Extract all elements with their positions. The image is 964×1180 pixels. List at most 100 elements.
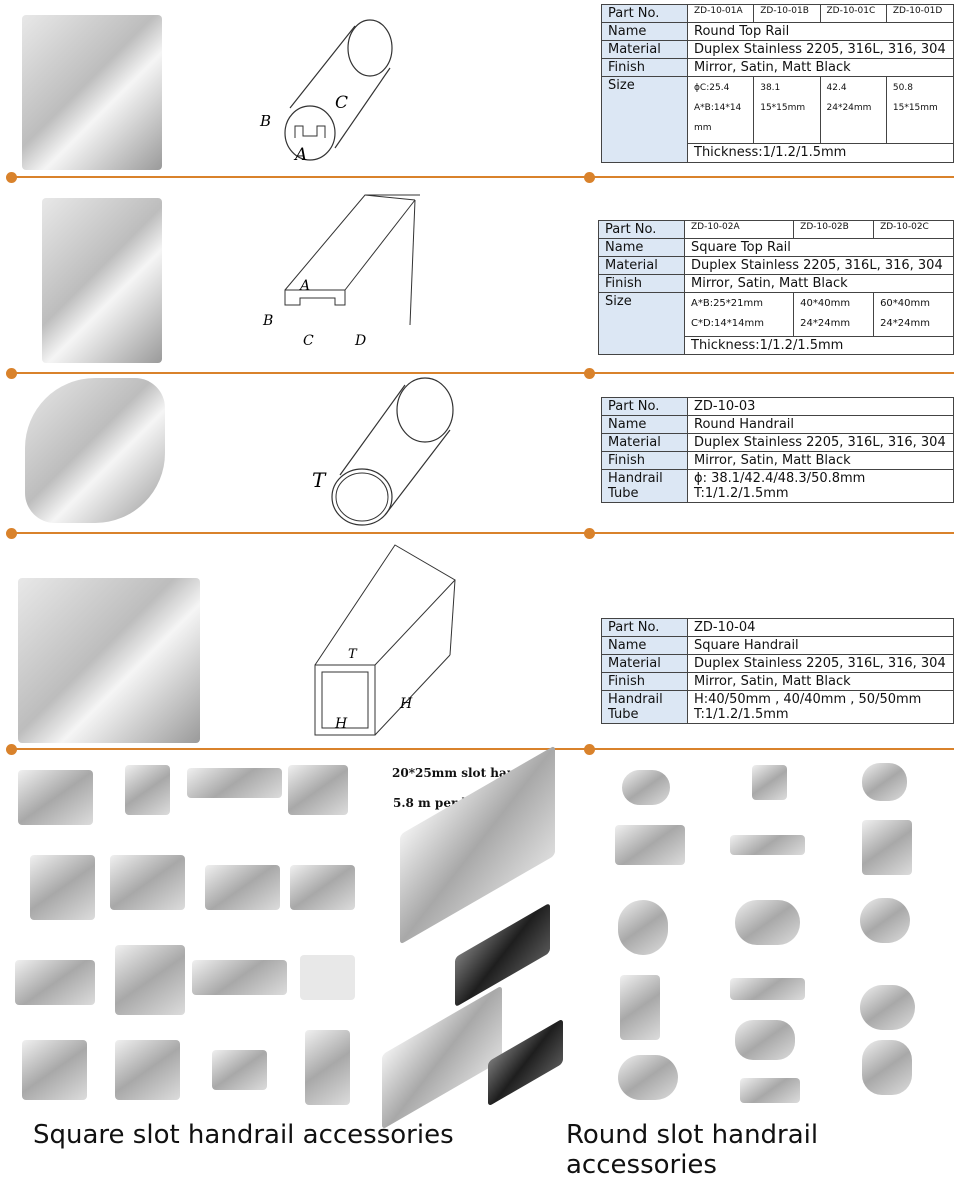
round-top-rail-drawing: B C A xyxy=(259,19,393,165)
finish-label: Finish xyxy=(601,451,688,470)
material-label: Material xyxy=(598,256,685,275)
drawing-label: C xyxy=(335,93,348,113)
swivel-support-image xyxy=(305,1030,350,1105)
part-number: ZD-10-02A xyxy=(683,220,795,239)
drawing-label: H xyxy=(399,696,413,712)
size-label: Size xyxy=(598,292,685,355)
drawing-label: B xyxy=(262,313,273,329)
finish-value: Mirror, Satin, Matt Black xyxy=(687,451,954,470)
round-accessories-title: Round slot handrail accessories xyxy=(566,1120,819,1180)
round-flange-image xyxy=(860,985,915,1030)
end-cap-image xyxy=(125,765,170,815)
square-handrail-drawing: T H H xyxy=(314,544,456,736)
divider-dot xyxy=(584,528,595,539)
product-name: Round Top Rail xyxy=(687,22,954,41)
bracket-image xyxy=(290,865,355,910)
section-divider xyxy=(10,176,954,178)
material-value: Duplex Stainless 2205, 316L, 316, 304 xyxy=(687,433,954,452)
divider-dot xyxy=(6,744,17,755)
right-angle-elbow-image xyxy=(115,1040,180,1100)
part-number: ZD-10-04 xyxy=(687,618,954,637)
round-corner-connector-image xyxy=(615,825,685,865)
round-coupler-image xyxy=(862,763,907,801)
name-label: Name xyxy=(601,415,688,434)
finish-label: Finish xyxy=(598,274,685,293)
part-number: ZD-10-02B xyxy=(793,220,875,239)
round-tee-joint-image xyxy=(862,1040,912,1095)
name-label: Name xyxy=(601,636,688,655)
finish-value: Mirror, Satin, Matt Black xyxy=(687,58,954,77)
round-wall-bracket-image xyxy=(730,835,805,855)
round-base-flange-image xyxy=(618,1055,678,1100)
round-connector-image xyxy=(622,770,670,805)
drawing-label: H xyxy=(334,716,348,732)
divider-dot xyxy=(584,744,595,755)
material-value: Duplex Stainless 2205, 316L, 316, 304 xyxy=(684,256,954,275)
size-label: Size xyxy=(601,76,688,163)
angle-connector-image xyxy=(205,865,280,910)
square-top-rail-photo xyxy=(42,198,162,363)
round-slot-profile-image xyxy=(382,985,502,1130)
square-coupler-image xyxy=(22,1040,87,1100)
dome-end-cap-image xyxy=(860,898,910,943)
part-no-label: Part No. xyxy=(601,4,688,23)
square-top-rail-drawing: A B C D xyxy=(262,194,420,349)
section-divider xyxy=(10,532,954,534)
product-name: Square Handrail xyxy=(687,636,954,655)
drawing-label: B xyxy=(259,112,271,130)
round-handrail-photo xyxy=(25,378,165,523)
material-label: Material xyxy=(601,654,688,673)
product-name: Round Handrail xyxy=(687,415,954,434)
material-value: Duplex Stainless 2205, 316L, 316, 304 xyxy=(687,40,954,59)
drawing-label: A xyxy=(293,145,307,165)
round-angle-joint-image xyxy=(620,975,660,1040)
divider-dot xyxy=(6,368,17,379)
rubber-gasket-image xyxy=(455,902,550,1008)
round-elbow-image xyxy=(862,820,912,875)
square-accessories-title: Square slot handrail accessories xyxy=(33,1120,454,1150)
flat-end-cap-image xyxy=(212,1050,267,1090)
finish-value: Mirror, Satin, Matt Black xyxy=(684,274,954,293)
corner-connector-image xyxy=(18,770,93,825)
round-flat-joint-image xyxy=(730,978,805,1000)
round-swivel-image xyxy=(735,1020,795,1060)
name-label: Name xyxy=(598,238,685,257)
round-top-rail-photo xyxy=(22,15,162,170)
section-divider xyxy=(10,372,954,374)
part-number: ZD-10-02C xyxy=(873,220,954,239)
divider-dot xyxy=(6,172,17,183)
material-label: Material xyxy=(601,40,688,59)
drawing-label: T xyxy=(312,468,327,492)
finish-label: Finish xyxy=(601,672,688,691)
product-name: Square Top Rail xyxy=(684,238,954,257)
divider-dot xyxy=(584,172,595,183)
part-number: ZD-10-01A xyxy=(686,4,755,23)
name-label: Name xyxy=(601,22,688,41)
thickness-value: Thickness:1/1.2/1.5mm xyxy=(684,335,954,356)
drawing-label: T xyxy=(348,647,358,662)
round-end-cap-image xyxy=(752,765,787,800)
finish-value: Mirror, Satin, Matt Black xyxy=(687,672,954,691)
part-number: ZD-10-01D xyxy=(885,4,955,23)
wall-bracket-image xyxy=(187,768,282,798)
divider-dot xyxy=(6,528,17,539)
round-adjustable-joint-image xyxy=(740,1078,800,1103)
material-value: Duplex Stainless 2205, 316L, 316, 304 xyxy=(687,654,954,673)
finish-label: Finish xyxy=(601,58,688,77)
round-handrail-drawing: T xyxy=(312,377,454,526)
corner-joint-image xyxy=(192,960,287,995)
plastic-cap-image xyxy=(300,955,355,1000)
